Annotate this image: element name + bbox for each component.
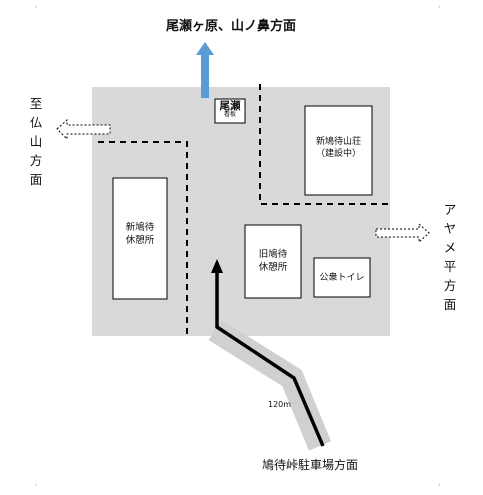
east-label-char: 面 — [443, 297, 457, 312]
new-rest-label: 新鳩待 休憩所 — [113, 222, 167, 248]
new-lodge-label: 新鳩待山荘 （建設中） — [305, 136, 372, 160]
oze-board-title: 尾瀬 — [219, 100, 241, 112]
new-rest-name-1: 新鳩待 — [125, 222, 155, 233]
route-line — [215, 272, 325, 447]
west-label-char: 仏 — [29, 115, 43, 130]
oze-board-label: 尾瀬 看板 — [215, 100, 245, 119]
corner-mark: ' — [35, 483, 38, 493]
north-label: 尾瀬ヶ原、山ノ鼻方面 — [166, 19, 297, 34]
corner-mark: ' — [438, 483, 441, 493]
oze-board-box — [214, 98, 246, 124]
corner-mark: ' — [35, 5, 38, 15]
south-label: 鳩待峠駐車場方面 — [262, 458, 359, 472]
old-rest-box — [244, 224, 302, 299]
west-label-char: 面 — [29, 172, 43, 187]
distance-label: 120m — [268, 400, 292, 409]
north-arrow — [196, 42, 214, 98]
east-label-char: ヤ — [443, 221, 457, 236]
west-label-char: 方 — [29, 153, 43, 168]
oze-board-subtitle: 看板 — [223, 111, 236, 119]
new-rest-box — [112, 177, 168, 300]
east-label-char: ア — [443, 202, 457, 217]
corner-mark: ' — [438, 5, 441, 15]
route-arrowhead — [211, 259, 223, 273]
old-rest-name-1: 旧鳩待 — [258, 249, 288, 260]
toilet-label: 公衆トイレ — [319, 273, 365, 283]
path-shadow — [208, 319, 332, 451]
east-label-char: 平 — [443, 259, 457, 274]
new-lodge-name: 新鳩待山荘 — [315, 137, 361, 147]
old-rest-name-2: 休憩所 — [258, 261, 288, 273]
east-label: ア ヤ メ 平 方 面 — [442, 202, 458, 318]
east-label-char: 方 — [443, 278, 457, 293]
new-rest-name-2: 休憩所 — [125, 234, 155, 246]
east-label-char: メ — [443, 240, 457, 255]
boundary-line-west — [98, 141, 188, 334]
old-rest-label: 旧鳩待 休憩所 — [245, 249, 301, 275]
toilet-box — [313, 257, 371, 298]
west-label-char: 至 — [29, 96, 43, 111]
west-label-char: 山 — [29, 134, 43, 149]
west-arrow — [56, 118, 111, 141]
new-lodge-status: （建設中） — [315, 149, 361, 160]
new-lodge-box — [304, 105, 373, 196]
east-arrow — [375, 222, 430, 244]
west-label: 至 仏 山 方 面 — [28, 96, 44, 193]
